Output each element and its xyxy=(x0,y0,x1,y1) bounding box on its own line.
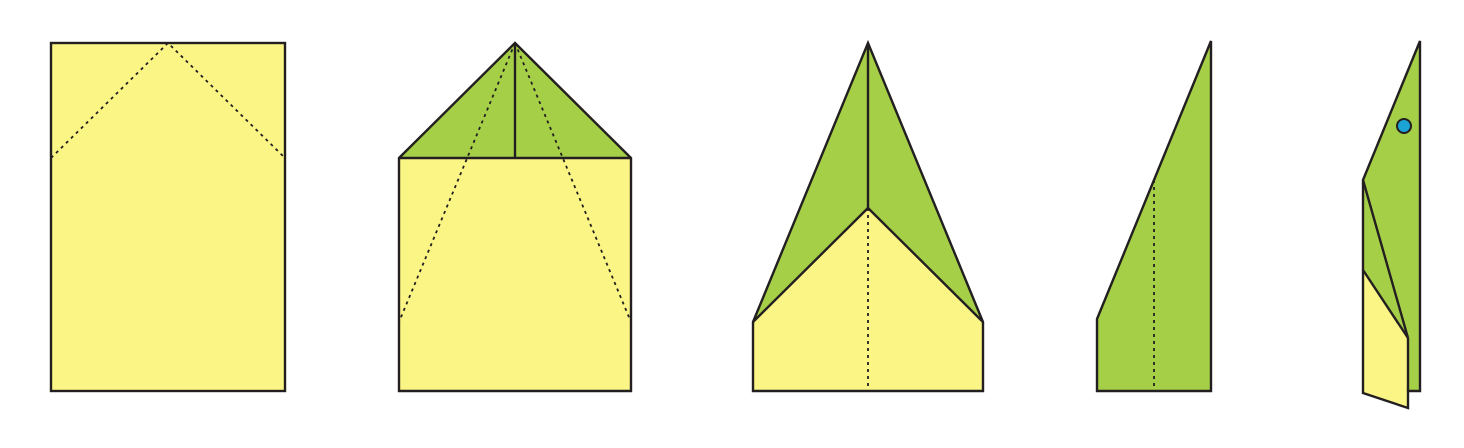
step-2-fold-line-right xyxy=(514,42,632,323)
step-5-wing-edge xyxy=(1361,179,1410,339)
step-5-marker-dot xyxy=(1396,118,1412,134)
step-3-sides-folded xyxy=(751,39,985,393)
step-2-body xyxy=(399,158,631,391)
step-5-lower-flap xyxy=(1363,270,1408,408)
step-1-sheet xyxy=(51,43,285,391)
step-5-wings-folded xyxy=(1361,40,1422,410)
step-2-fold-line-left xyxy=(398,42,516,323)
step-5-flap-edge xyxy=(1361,269,1410,339)
step-1-fold-line xyxy=(50,41,286,159)
step-1-flat-sheet xyxy=(49,41,287,393)
step-2-outline xyxy=(397,41,633,393)
step-2-corners-folded xyxy=(397,41,633,393)
step-4-outline xyxy=(1095,40,1213,393)
step-3-outline xyxy=(751,39,985,393)
step-1-sheet-outline xyxy=(49,41,287,393)
step-4-folded-half xyxy=(1095,40,1213,393)
